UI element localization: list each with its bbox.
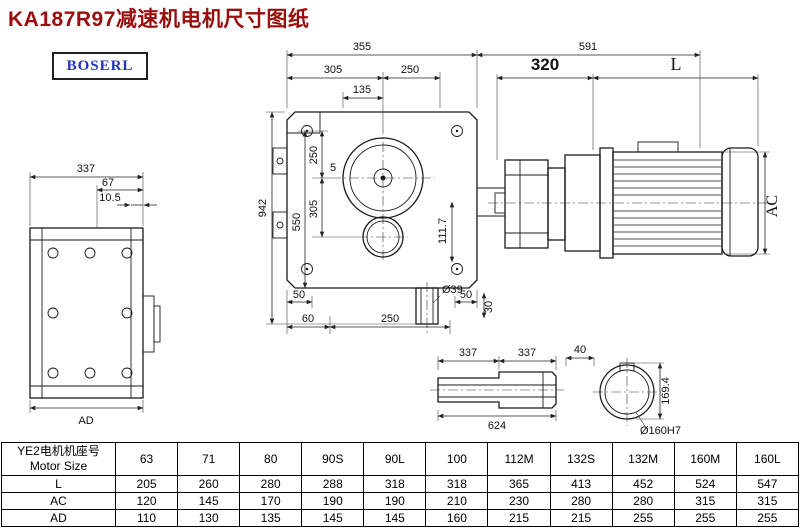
table-cell: 255 [611, 509, 675, 527]
dim-bore-40: 40 [574, 344, 586, 356]
table-cell: 413 [549, 475, 613, 493]
dim-motor-AC: AC [764, 195, 781, 217]
table-cell: 215 [487, 509, 551, 527]
table-cell: 145 [363, 509, 427, 527]
side-view: 337 67 10.5 AD [29, 163, 161, 427]
row-label: L [1, 475, 116, 493]
dim-front-942: 942 [257, 199, 269, 217]
dim-shaft-337a: 337 [459, 347, 477, 359]
table-cell: 315 [735, 492, 800, 510]
dim-side-AD: AD [78, 415, 93, 427]
table-cell: 255 [735, 509, 800, 527]
table-cell: 318 [425, 475, 489, 493]
brand-logo: BOSERL [52, 52, 148, 80]
table-cell: 280 [549, 492, 613, 510]
table-header-row: YE2电机机座号 Motor Size 63 71 80 90S 90L 100… [1, 442, 800, 476]
table-cell: 547 [735, 475, 800, 493]
table-cell: 452 [611, 475, 675, 493]
size-col: 71 [177, 442, 241, 476]
table-cell: 205 [114, 475, 179, 493]
table-cell: 190 [363, 492, 427, 510]
page-title: KA187R97减速机电机尺寸图纸 [8, 8, 310, 31]
dim-front-111-7: 111.7 [437, 218, 449, 244]
dim-shaft-624: 624 [488, 420, 506, 432]
dim-front-305-top: 305 [324, 64, 342, 76]
table-cell: 260 [177, 475, 241, 493]
table-cell: 288 [301, 475, 365, 493]
size-col: 160M [673, 442, 737, 476]
dim-side-337: 337 [77, 163, 95, 175]
size-col: 160L [735, 442, 800, 476]
dim-shaft-337b: 337 [518, 347, 536, 359]
dim-front-50-right: 50 [460, 289, 472, 301]
size-col: 90L [363, 442, 427, 476]
table-row-AC: AC 120 145 170 190 190 210 230 280 280 3… [1, 492, 800, 510]
dim-front-355: 355 [353, 41, 371, 53]
dim-front-5: 5 [330, 162, 336, 174]
dim-front-305-left: 305 [308, 200, 320, 218]
dim-front-250-left: 250 [308, 146, 320, 164]
header-en: Motor Size [29, 459, 88, 473]
size-col: 63 [114, 442, 179, 476]
dim-motor-L: L [671, 54, 682, 74]
size-col: 90S [301, 442, 365, 476]
table-cell: 130 [177, 509, 241, 527]
dim-front-550: 550 [291, 213, 303, 231]
table-cell: 170 [239, 492, 303, 510]
dim-front-30: 30 [483, 301, 495, 313]
dim-bore-169-4: 169.4 [660, 377, 672, 405]
size-col: 100 [425, 442, 489, 476]
motor-size-table: YE2电机机座号 Motor Size 63 71 80 90S 90L 100… [1, 442, 800, 527]
table-cell: 110 [114, 509, 179, 527]
table-cell: 255 [673, 509, 737, 527]
table-cell: 365 [487, 475, 551, 493]
table-cell: 524 [673, 475, 737, 493]
table-corner-cell: YE2电机机座号 Motor Size [1, 442, 116, 476]
table-cell: 318 [363, 475, 427, 493]
dim-motor-320: 320 [531, 55, 559, 74]
table-cell: 280 [611, 492, 675, 510]
table-cell: 160 [425, 509, 489, 527]
dim-front-250-bottom: 250 [381, 313, 399, 325]
dim-side-67: 67 [102, 177, 114, 189]
shaft-view: 337 337 624 [430, 347, 564, 432]
dim-front-135: 135 [353, 84, 371, 96]
motor-view: 320 L AC [488, 54, 781, 259]
table-cell: 210 [425, 492, 489, 510]
size-col: 132M [611, 442, 675, 476]
dim-side-10-5: 10.5 [99, 192, 120, 204]
table-cell: 190 [301, 492, 365, 510]
technical-drawing: 337 67 10.5 AD [29, 41, 781, 437]
table-cell: 315 [673, 492, 737, 510]
table-cell: 135 [239, 509, 303, 527]
table-row-L: L 205 260 280 288 318 318 365 413 452 52… [1, 475, 800, 493]
size-col: 112M [487, 442, 551, 476]
header-cn: YE2电机机座号 [17, 444, 100, 458]
size-col: 132S [549, 442, 613, 476]
table-cell: 145 [177, 492, 241, 510]
dim-front-dia39: Ø39 [442, 284, 463, 296]
row-label: AD [1, 509, 116, 527]
table-cell: 230 [487, 492, 551, 510]
table-cell: 215 [549, 509, 613, 527]
bore-view: 40 169.4 Ø160H7 [565, 344, 681, 437]
size-col: 80 [239, 442, 303, 476]
table-cell: 280 [239, 475, 303, 493]
dim-front-50-left: 50 [293, 289, 305, 301]
dim-bore-160H7: Ø160H7 [640, 425, 681, 437]
row-label: AC [1, 492, 116, 510]
table-row-AD: AD 110 130 135 145 145 160 215 215 255 2… [1, 509, 800, 527]
table-cell: 145 [301, 509, 365, 527]
front-view: 355 591 305 250 135 942 550 250 305 5 [257, 41, 701, 334]
dim-front-591: 591 [579, 41, 597, 53]
dim-front-60: 60 [302, 313, 314, 325]
table-cell: 120 [114, 492, 179, 510]
dim-front-250-top: 250 [401, 64, 419, 76]
